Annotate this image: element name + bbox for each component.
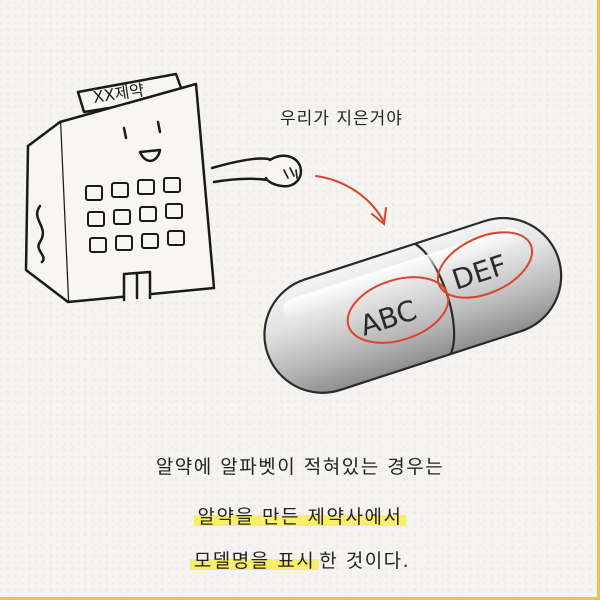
caption-line-3-highlight: 모델명을 표시 xyxy=(189,550,320,572)
caption-line-2-highlight: 알약을 만든 제약사에서 xyxy=(193,506,407,528)
caption-line-3-rest: 한 것이다. xyxy=(319,550,411,572)
caption-line-1-text: 알약에 알파벳이 적혀있는 경우는 xyxy=(155,456,445,478)
circle-right xyxy=(436,231,534,299)
building-drawing xyxy=(24,72,303,304)
caption-line-2: 알약을 만든 제약사에서 xyxy=(0,502,600,529)
caption-line-1: 알약에 알파벳이 적혀있는 경우는 xyxy=(0,452,600,479)
speech-text: 우리가 지은거야 xyxy=(280,109,403,129)
pointer-arrow xyxy=(315,175,387,226)
